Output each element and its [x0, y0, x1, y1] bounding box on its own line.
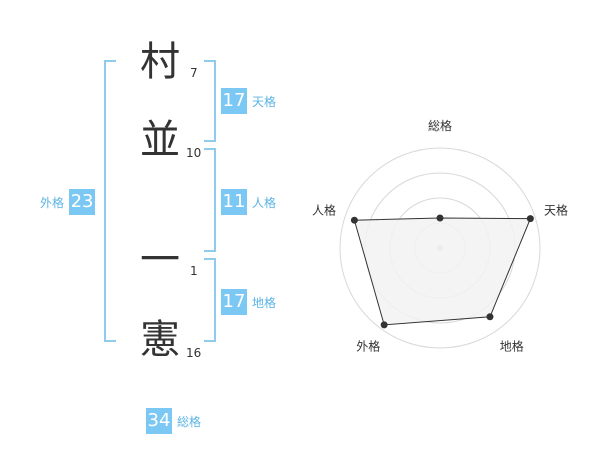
name-char-4: 憲 — [140, 317, 180, 363]
radar-axis-label-2: 天格 — [544, 202, 568, 217]
tenkaku-bracket — [204, 60, 216, 142]
soukaku-label: 総格 — [177, 414, 202, 429]
jinkaku-badge: 11 人格 — [221, 189, 276, 215]
radar-axis-label-4: 外格 — [356, 339, 380, 354]
stroke-count-3: 1 — [190, 264, 198, 278]
soukaku-badge: 34 総格 — [146, 408, 201, 434]
stroke-count-1: 7 — [190, 66, 198, 80]
jinkaku-value: 11 — [221, 189, 247, 215]
tenkaku-badge: 17 天格 — [221, 88, 276, 114]
stroke-count-4: 16 — [186, 346, 202, 360]
gaikaku-badge: 23 外格 — [40, 189, 96, 215]
radar-axis-label-5: 人格 — [312, 202, 336, 217]
radar-point-4 — [380, 321, 388, 329]
radar-area — [353, 217, 532, 326]
radar-point-1 — [436, 214, 444, 222]
chikaku-value: 17 — [221, 289, 247, 315]
radar-axis-label-1: 総格 — [428, 118, 452, 133]
chikaku-bracket — [204, 258, 216, 342]
chikaku-badge: 17 地格 — [221, 289, 276, 315]
tenkaku-label: 天格 — [252, 94, 277, 109]
stroke-count-2: 10 — [186, 146, 202, 160]
radar-points — [350, 214, 534, 329]
radar-point-2 — [526, 215, 534, 223]
gaikaku-label: 外格 — [40, 195, 65, 210]
gaikaku-bracket — [104, 60, 116, 342]
jinkaku-bracket — [204, 148, 216, 252]
radar-point-5 — [350, 216, 358, 224]
radar-axis-label-3: 地格 — [500, 339, 524, 354]
soukaku-value: 34 — [146, 408, 172, 434]
gaikaku-value: 23 — [69, 189, 96, 215]
chikaku-label: 地格 — [252, 295, 277, 310]
name-char-3: 一 — [140, 237, 180, 283]
radar-ring — [339, 147, 541, 349]
name-char-1: 村 — [140, 39, 180, 85]
tenkaku-value: 17 — [221, 88, 247, 114]
name-char-2: 並 — [140, 117, 180, 163]
jinkaku-label: 人格 — [252, 195, 277, 210]
radar-point-3 — [486, 313, 494, 321]
